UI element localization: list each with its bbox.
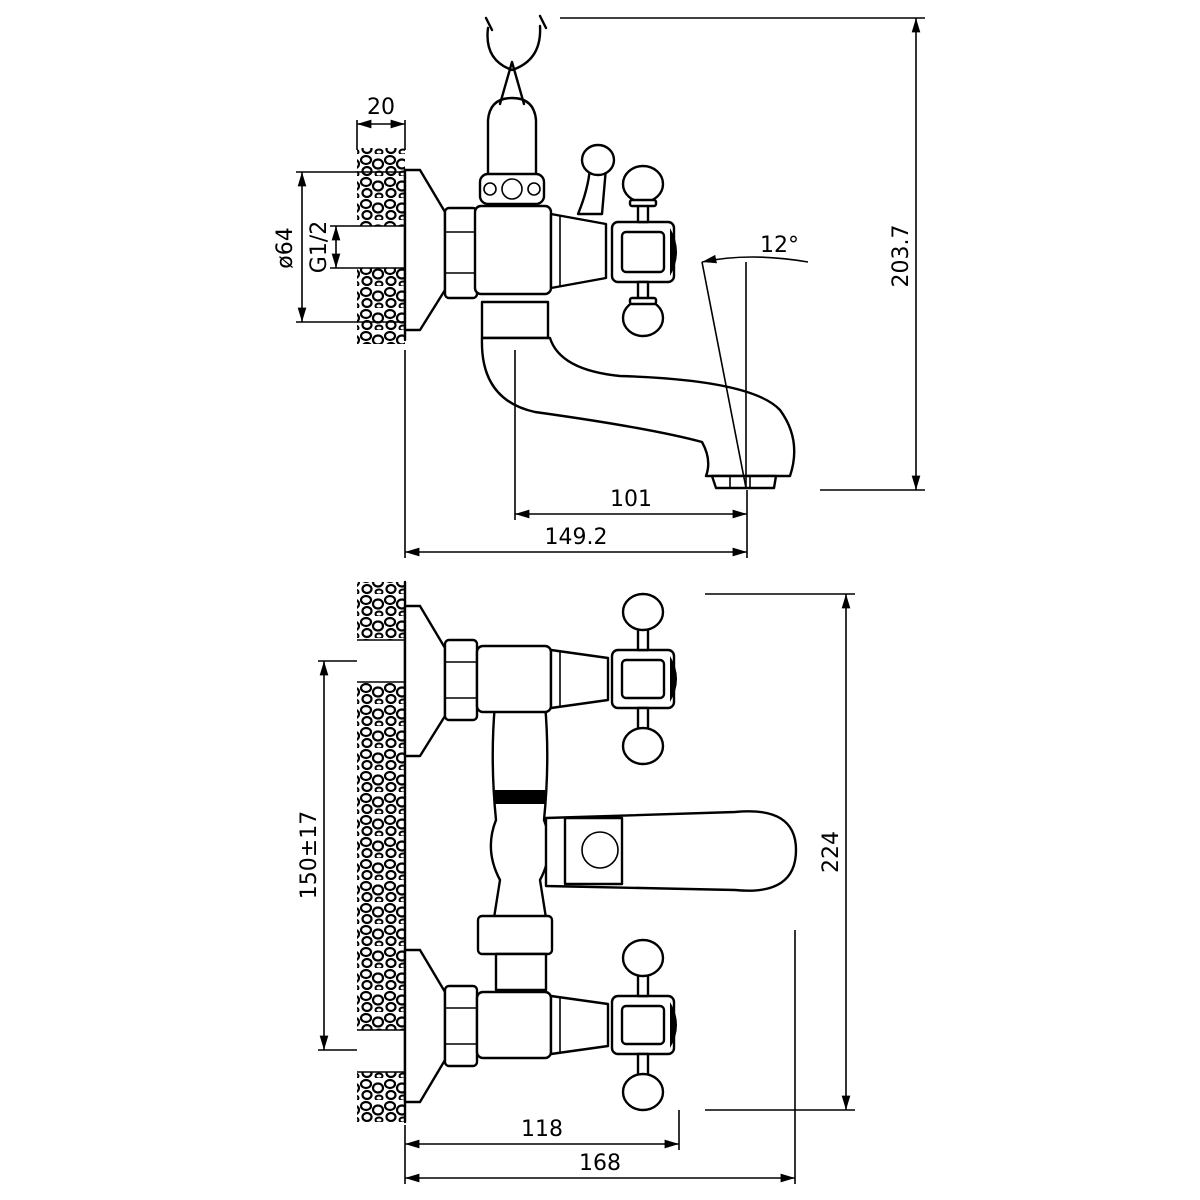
mixer-body bbox=[473, 204, 553, 296]
dim-total-height: 203.7 bbox=[889, 225, 914, 288]
cross-handle-side bbox=[610, 164, 677, 338]
spout bbox=[480, 336, 796, 478]
upper-valve bbox=[403, 592, 677, 766]
upper-inlet-socket bbox=[357, 640, 405, 682]
dim-front-depth: 168 bbox=[579, 1151, 621, 1176]
lower-valve bbox=[403, 938, 677, 1112]
dim-front-height: 224 bbox=[819, 831, 844, 873]
dim-thread: G1/2 bbox=[307, 221, 332, 273]
decor-ring bbox=[478, 172, 546, 206]
dim-total-depth: 149.2 bbox=[545, 525, 608, 550]
side-view: 20 ø64 G1/2 12° 203.7 101 149.2 bbox=[273, 14, 925, 558]
central-body bbox=[489, 702, 551, 920]
diverter-band bbox=[494, 790, 546, 804]
plan-view: 150±17 224 118 168 bbox=[297, 580, 855, 1184]
dim-inlet-centers: 150±17 bbox=[297, 811, 322, 899]
shower-holder-arm bbox=[486, 96, 538, 180]
lower-collar bbox=[476, 914, 554, 956]
wall-pipe-socket bbox=[357, 226, 405, 268]
dim-spout-reach: 101 bbox=[610, 487, 652, 512]
aerator bbox=[710, 474, 778, 490]
dim-handle-depth: 118 bbox=[521, 1117, 563, 1142]
shower-holder-cradle bbox=[486, 24, 542, 72]
lower-inlet-socket bbox=[357, 1030, 405, 1072]
dim-wall-thickness: 20 bbox=[367, 95, 395, 120]
wall-flange bbox=[403, 168, 447, 332]
spout-collar bbox=[480, 300, 550, 340]
dim-flange-diameter: ø64 bbox=[273, 227, 298, 268]
dim-angle: 12° bbox=[760, 233, 799, 258]
hex-nut bbox=[443, 206, 479, 300]
valve-housing bbox=[549, 212, 608, 290]
